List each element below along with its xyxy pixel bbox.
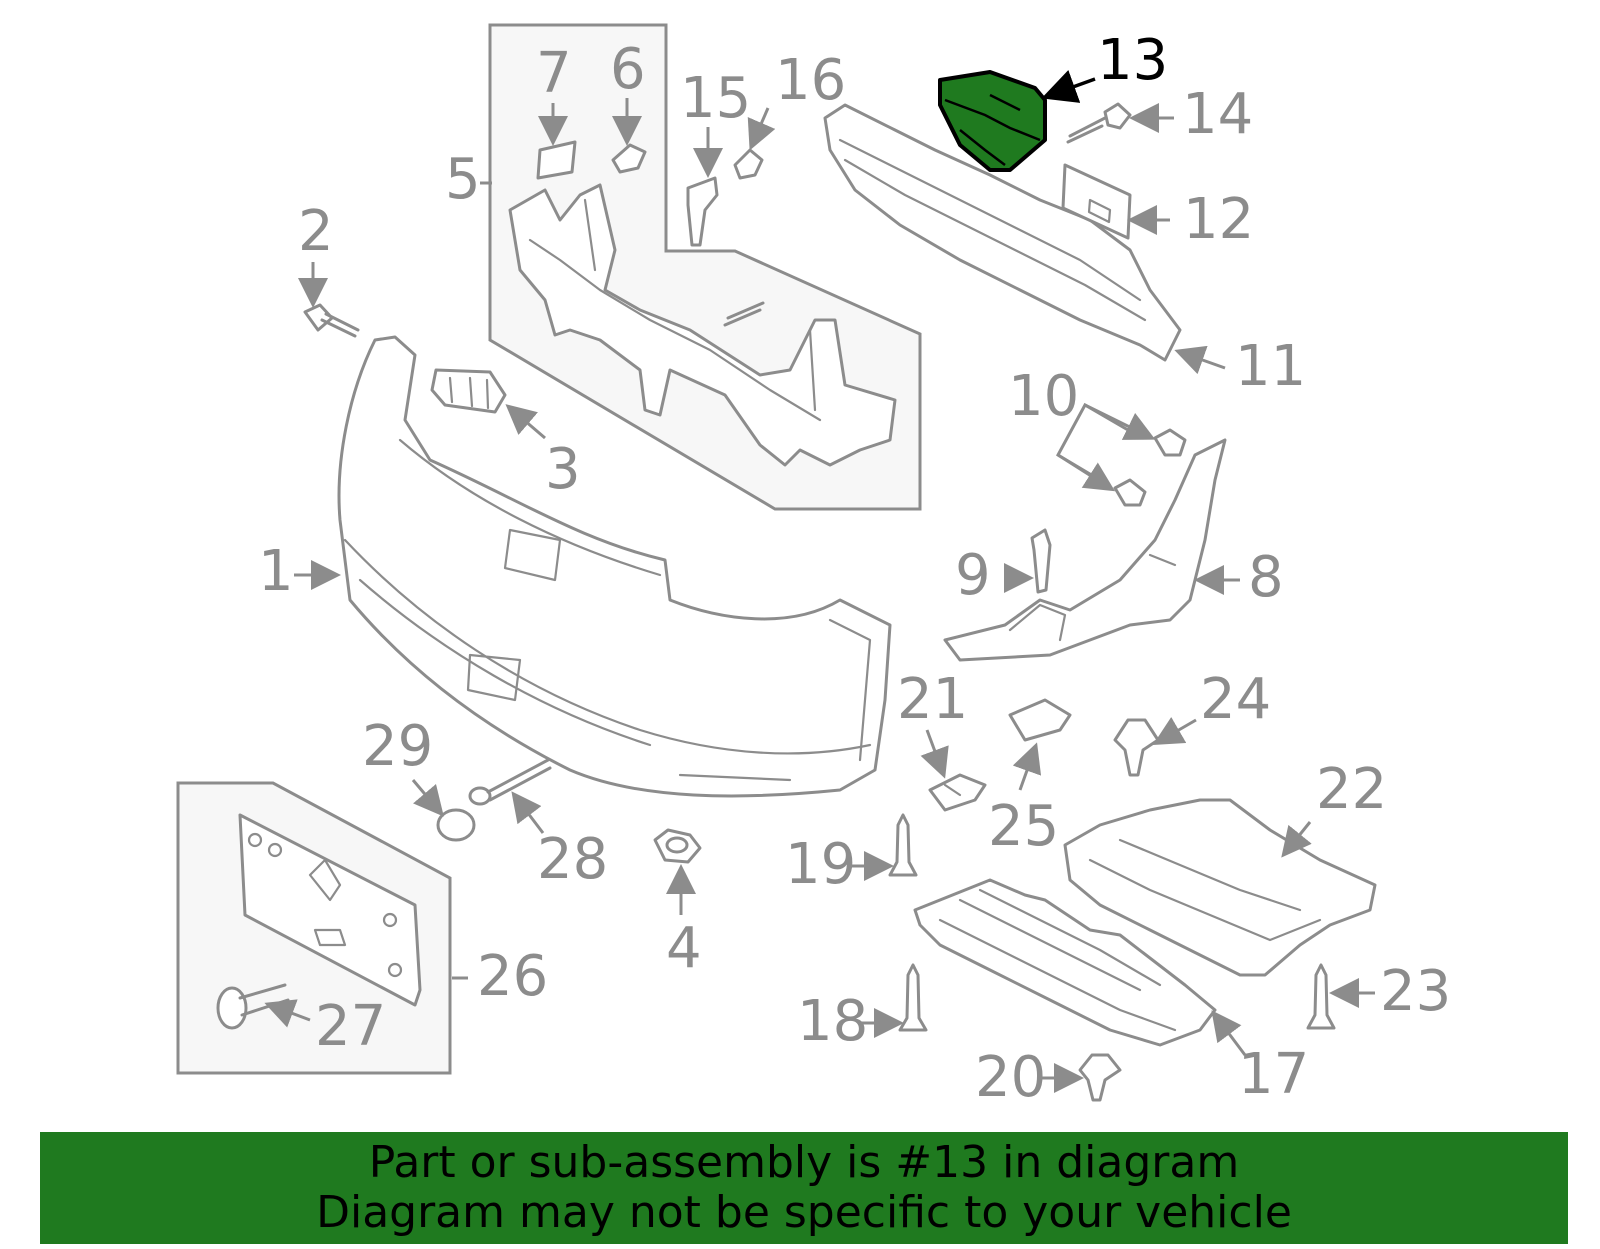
reinforcement-part-5	[508, 183, 897, 467]
bolt-part-18	[898, 963, 928, 1032]
label-3: 3	[545, 437, 581, 502]
clip-part-24	[1113, 718, 1160, 777]
clip-part-16	[733, 148, 764, 180]
part-15	[686, 176, 719, 247]
label-17: 17	[1238, 1042, 1309, 1107]
label-8: 8	[1248, 545, 1284, 610]
label-27: 27	[315, 994, 386, 1059]
clip-part-21	[928, 773, 987, 812]
label-11: 11	[1235, 334, 1306, 399]
label-14: 14	[1182, 82, 1253, 147]
label-2: 2	[298, 199, 334, 264]
label-7: 7	[536, 41, 572, 106]
plate-part-12	[1061, 163, 1132, 240]
label-5: 5	[445, 147, 481, 212]
clip-part-25	[1008, 698, 1072, 742]
label-18: 18	[797, 989, 868, 1054]
bolt-part-2	[303, 303, 360, 338]
label-28: 28	[537, 827, 608, 892]
banner-line-2: Diagram may not be specific to your vehi…	[316, 1187, 1292, 1238]
label-26: 26	[477, 944, 548, 1009]
splash-shield-part-22	[1063, 798, 1377, 977]
clips-part-10	[1113, 428, 1187, 507]
leader-lines	[264, 70, 1375, 1093]
label-22: 22	[1316, 757, 1387, 822]
part-28	[468, 758, 552, 806]
bracket-part-8	[943, 438, 1227, 662]
license-bracket-part-26	[238, 813, 422, 1007]
callout-labels: 1 2 3 4 5 6 7 8 9 10 11 12 13 14 15 16 1…	[258, 28, 1451, 1110]
bumper-cover-part	[337, 335, 892, 798]
bolt-in-group-5	[723, 301, 765, 327]
label-13-highlighted: 13	[1097, 28, 1168, 93]
label-15: 15	[680, 66, 751, 131]
label-25: 25	[988, 794, 1059, 859]
nut-part-4	[653, 828, 702, 864]
clip-part-20	[1078, 1053, 1122, 1102]
highlighted-part-13	[938, 70, 1047, 172]
bolt-part-14	[1066, 102, 1132, 144]
info-banner: Part or sub-assembly is #13 in diagram D…	[40, 1132, 1568, 1244]
label-29: 29	[362, 714, 433, 779]
beam-part-11	[823, 103, 1182, 362]
label-10: 10	[1008, 364, 1079, 429]
label-21: 21	[897, 667, 968, 732]
parts-diagram: 1 2 3 4 5 6 7 8 9 10 11 12 13 14 15 16 1…	[176, 23, 1451, 1110]
label-23: 23	[1380, 959, 1451, 1024]
bolt-part-19	[888, 813, 918, 877]
bolt-part-23	[1306, 963, 1336, 1030]
bolt-part-9	[1030, 528, 1052, 594]
label-4: 4	[666, 916, 702, 981]
clip-part-6	[611, 143, 647, 174]
label-19: 19	[785, 832, 856, 897]
label-1: 1	[258, 539, 294, 604]
cap-part-29	[436, 808, 476, 842]
label-6: 6	[610, 37, 646, 102]
banner-line-1: Part or sub-assembly is #13 in diagram	[368, 1137, 1240, 1188]
label-20: 20	[975, 1045, 1046, 1110]
label-24: 24	[1200, 667, 1271, 732]
part-3	[430, 368, 507, 414]
label-9: 9	[955, 543, 991, 608]
under-cover-part-17	[913, 878, 1217, 1047]
label-16: 16	[775, 48, 846, 113]
label-12: 12	[1183, 187, 1254, 252]
